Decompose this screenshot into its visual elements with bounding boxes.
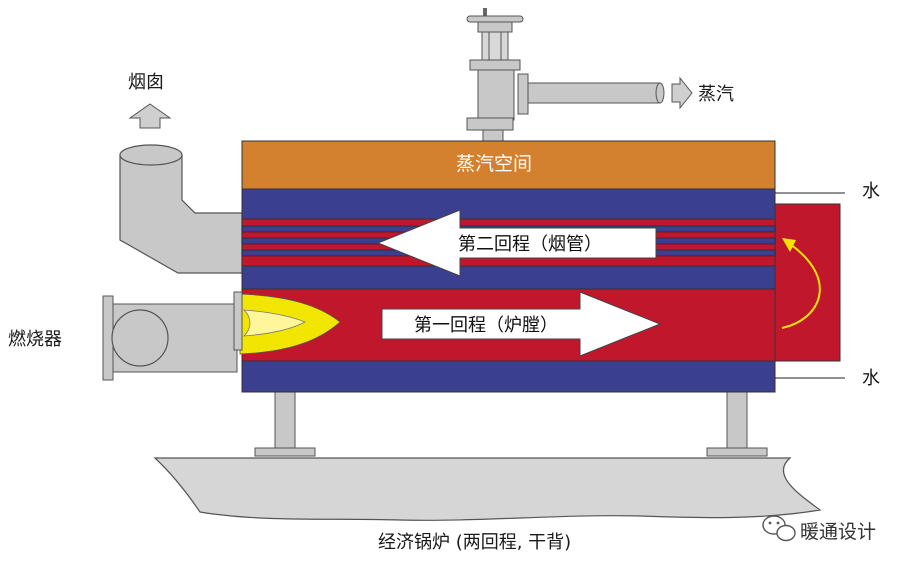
water-bottom-band [241, 360, 776, 393]
flame-inner [242, 309, 306, 337]
caption: 经济锅炉 (两回程, 干背) [378, 532, 571, 553]
water-top-label: 水 [862, 181, 880, 202]
wechat-icon [762, 515, 796, 542]
steam-valve [466, 8, 529, 143]
water-top-band [241, 188, 776, 220]
steam-pipe-end [655, 82, 665, 104]
floor [153, 457, 822, 521]
curved-arrow-icon [781, 243, 821, 329]
water-bottom-label: 水 [862, 368, 880, 389]
right-support [706, 391, 768, 457]
first-pass-arrow [381, 291, 662, 357]
steam-label: 蒸汽 [698, 84, 734, 105]
right-arrow-icon [671, 76, 693, 110]
second-pass-label: 第二回程（烟管） [458, 234, 602, 255]
chimney-top [119, 144, 183, 166]
left-support [254, 391, 316, 457]
steam-pipe [527, 82, 661, 104]
steam-space-label: 蒸汽空间 [456, 153, 532, 175]
curved-arrow-head [782, 238, 796, 252]
rear-return-chamber [769, 203, 841, 362]
first-pass-label: 第一回程（炉膛） [414, 315, 558, 336]
steam-space [241, 140, 776, 190]
chimney-label: 烟囱 [128, 72, 164, 93]
second-pass-arrow [376, 209, 657, 277]
watermark-text: 暖通设计 [800, 521, 876, 543]
up-arrow-icon [128, 103, 172, 129]
burner-label: 燃烧器 [8, 329, 62, 350]
chimney-duct [119, 154, 243, 274]
water-middle-band [241, 265, 776, 290]
burner [102, 291, 243, 381]
